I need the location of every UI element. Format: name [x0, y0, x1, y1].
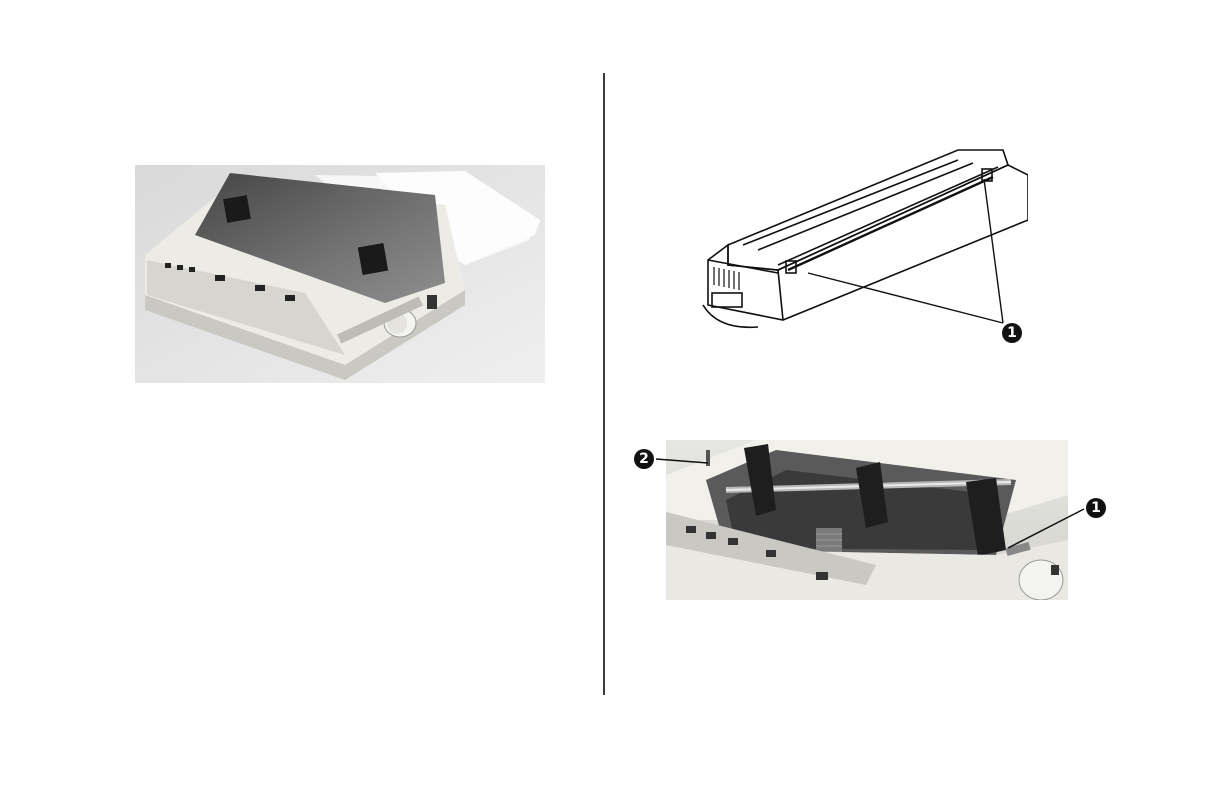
- callout-1-lever: 1: [1086, 498, 1106, 518]
- callout-2-lever: 2: [634, 449, 654, 469]
- callout-1-hinges: 1: [1002, 323, 1022, 343]
- open-printer-photo: [666, 440, 1068, 600]
- column-divider: [603, 73, 605, 695]
- lid-hinge-drawing: [698, 145, 1028, 335]
- printer-photo: [135, 165, 545, 383]
